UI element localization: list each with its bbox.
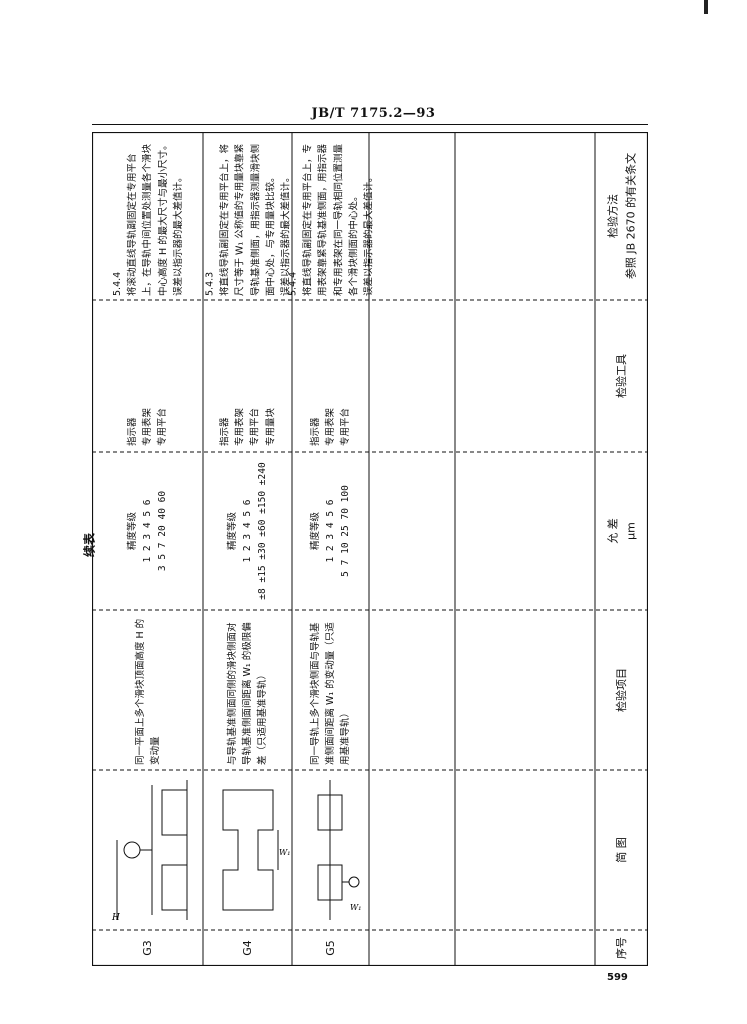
g4-sketch: W₁ xyxy=(222,789,290,911)
table-grid xyxy=(92,132,648,966)
page-number: 599 xyxy=(607,972,628,983)
row-g4-tolerance: 精度等级 1 2 3 4 5 6 ±8 ±15 ±30 ±60 ±150 ±24… xyxy=(226,462,269,600)
row-g3-tools: 指示器专用表架专用平台 xyxy=(126,407,169,446)
row-g4-diagram: W₁ xyxy=(203,770,292,930)
row-g4-item: 与导轨基准侧面同侧的滑块侧面对导轨基准侧面间距离 W₁ 的极限偏差（只适用基准导… xyxy=(226,622,269,765)
row-g4-tools: 指示器专用表架专用平台专用量块 xyxy=(219,407,276,446)
g3-sketch: H xyxy=(111,780,188,923)
row-g3-tolerance: 精度等级 1 2 3 4 5 6 3 5 7 20 40 60 xyxy=(126,490,169,572)
row-g5-item: 同一导轨上多个滑块侧面与导轨基准侧面间距离 W₁ 的变动量（只适用基准导轨） xyxy=(309,622,352,765)
svg-text:H: H xyxy=(111,913,120,923)
svg-text:W₁: W₁ xyxy=(350,903,361,912)
scan-mark xyxy=(704,0,708,14)
row-g4-seq: G4 xyxy=(240,940,254,956)
svg-text:W₁: W₁ xyxy=(279,848,290,857)
row-g5-tools: 指示器专用表架专用平台 xyxy=(309,407,352,446)
row-g3-seq: G3 xyxy=(140,940,154,956)
row-g5-seq: G5 xyxy=(323,940,337,956)
g5-sketch: W₁ xyxy=(317,780,361,920)
inspection-table: 检验方法 参照 JB 2670 的有关条文 检验工具 允 差 μm 检验项目 简… xyxy=(92,132,648,966)
row-g5-tolerance: 精度等级 1 2 3 4 5 6 5 7 10 25 70 100 xyxy=(309,485,352,577)
standard-header: JB/T 7175.2—93 xyxy=(311,106,436,121)
table-body: G3 同一平面上多个滑块顶面高度 H 的变动量 指示器专用表架专用平台 5.4.… xyxy=(92,132,648,966)
header-rule xyxy=(92,124,648,125)
row-g3-item: 同一平面上多个滑块顶面高度 H 的变动量 xyxy=(134,618,161,765)
row-g3-diagram: H xyxy=(92,770,203,930)
row-g5-diagram: W₁ xyxy=(292,770,369,930)
